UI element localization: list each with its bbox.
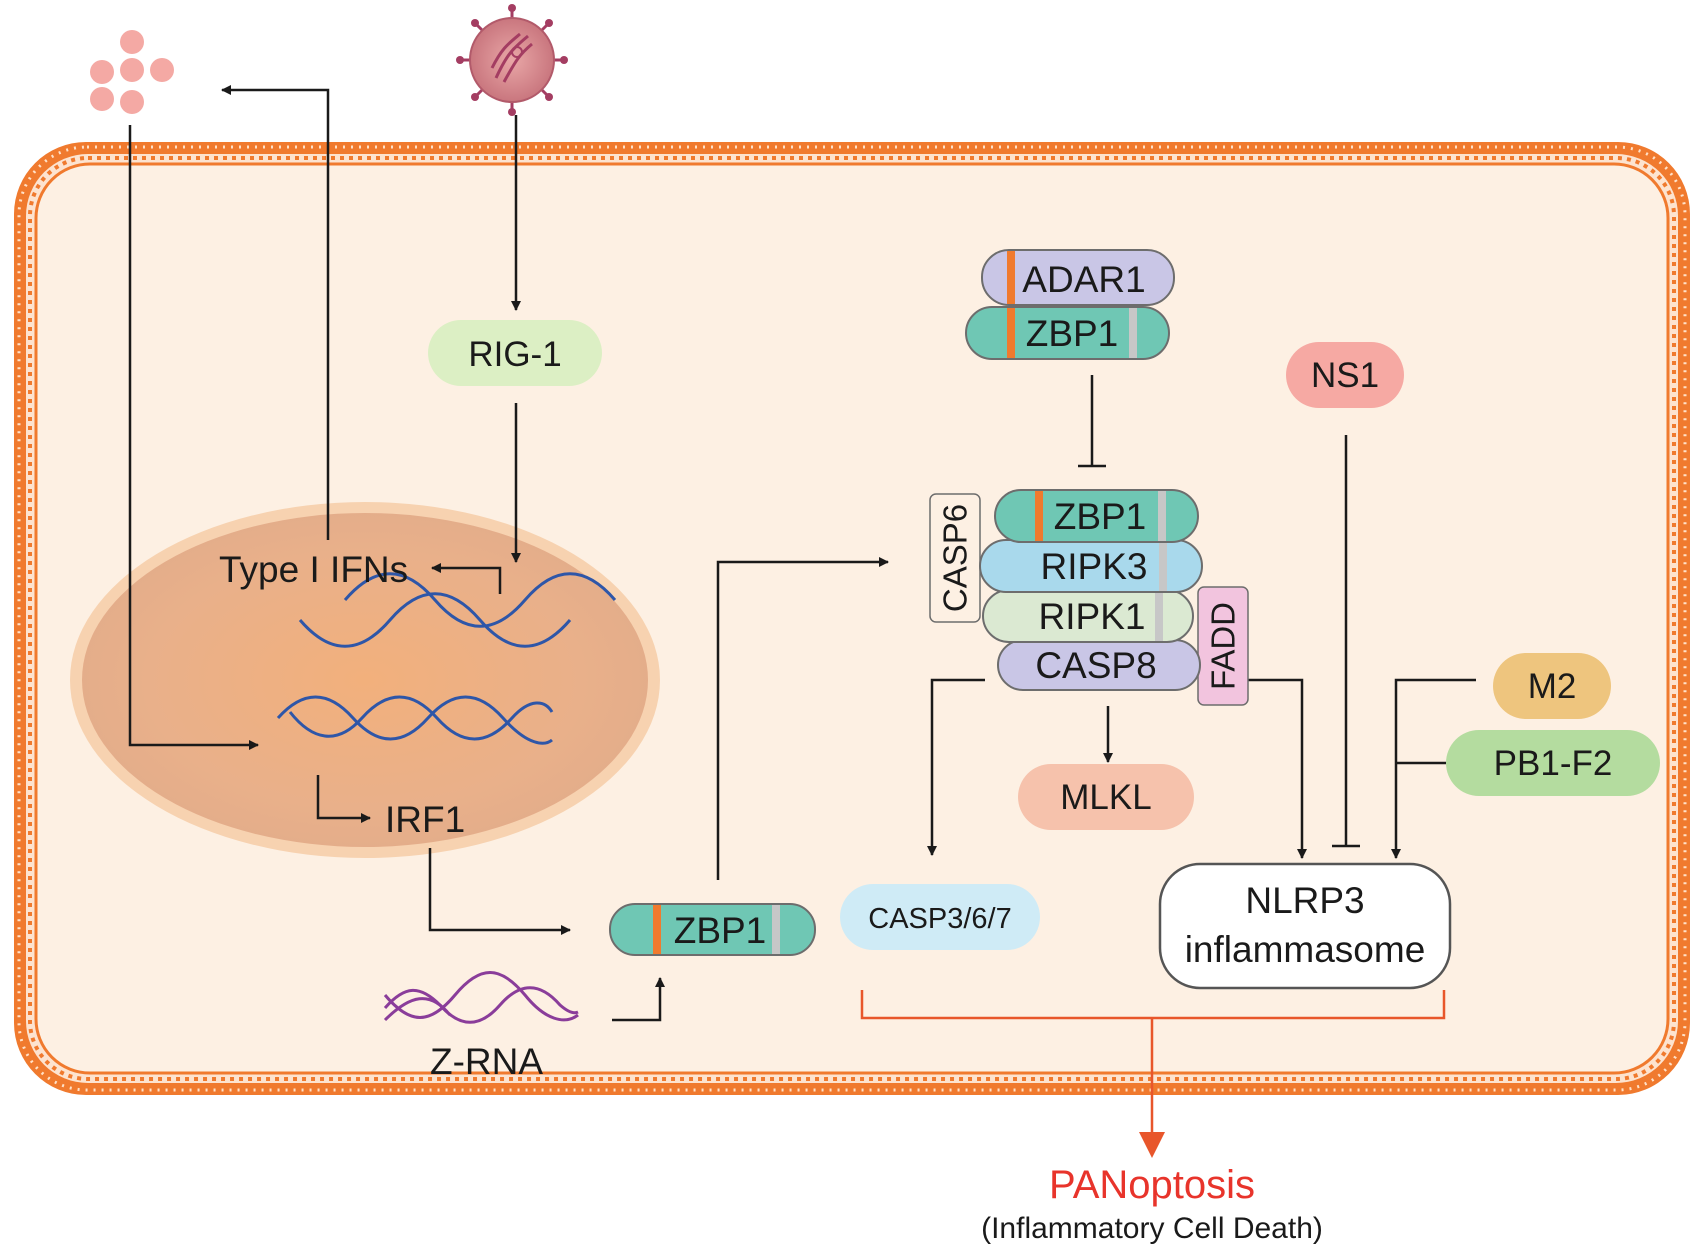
panoptosome-complex: CASP6 FADD CASP8 RIPK1 RIPK3 ZBP (929, 489, 1249, 706)
rig1-label: RIG-1 (468, 335, 561, 374)
dna-helix-icon (298, 572, 617, 648)
m2-node: M2 (1493, 653, 1611, 719)
zbp1-complex-label: ZBP1 (1054, 496, 1147, 537)
z-rna-helix-icon (383, 971, 579, 1024)
nlrp3-label-line2: inflammasome (1185, 929, 1426, 970)
pb1f2-label: PB1-F2 (1494, 744, 1613, 783)
zbp1-top-label: ZBP1 (1026, 313, 1119, 354)
ripk1-label: RIPK1 (1039, 596, 1146, 637)
casp6-node: CASP6 (929, 493, 981, 623)
casp6-label: CASP6 (937, 504, 974, 612)
fadd-label: FADD (1205, 602, 1242, 690)
zbp1-complex-node: ZBP1 (994, 489, 1199, 543)
ripk1-node: RIPK1 (982, 589, 1194, 643)
casp8-node: CASP8 (997, 639, 1201, 691)
ripk3-node: RIPK3 (979, 539, 1203, 593)
connectors (128, 85, 1476, 1022)
zbp1-top-node: ZBP1 (965, 306, 1170, 360)
zrna-label: Z-RNA (430, 1041, 543, 1082)
panoptosis-subtitle: (Inflammatory Cell Death) (981, 1212, 1323, 1245)
zbp1-bottom-label: ZBP1 (674, 910, 767, 951)
ns1-label: NS1 (1311, 356, 1379, 395)
mlkl-label: MLKL (1060, 778, 1151, 817)
rig1-node: RIG-1 (428, 320, 602, 386)
mlkl-node: MLKL (1018, 764, 1194, 830)
zbp1-bottom-node: ZBP1 (609, 903, 816, 956)
casp367-node: CASP3/6/7 (840, 884, 1040, 950)
irf1-label: IRF1 (385, 799, 465, 840)
ns1-node: NS1 (1286, 342, 1404, 408)
dna-helix-icon (276, 695, 554, 745)
nucleus (70, 502, 660, 858)
casp367-label: CASP3/6/7 (868, 903, 1011, 935)
fadd-node: FADD (1197, 586, 1249, 706)
nlrp3-label-line1: NLRP3 (1245, 880, 1364, 921)
influenza-virus-icon (456, 4, 568, 116)
m2-label: M2 (1528, 667, 1577, 706)
type1-ifns-label: Type I IFNs (219, 549, 408, 590)
interferon-particles-icon (90, 30, 174, 114)
ripk3-label: RIPK3 (1041, 546, 1148, 587)
panoptosis-bracket (860, 990, 1446, 1158)
casp8-label: CASP8 (1035, 645, 1156, 686)
adar1-label: ADAR1 (1022, 259, 1145, 300)
adar1-node: ADAR1 (981, 249, 1175, 306)
nlrp3-inflammasome-node: NLRP3 inflammasome (1158, 862, 1452, 990)
panoptosis-title: PANoptosis (1049, 1163, 1255, 1207)
pb1f2-node: PB1-F2 (1446, 730, 1660, 796)
